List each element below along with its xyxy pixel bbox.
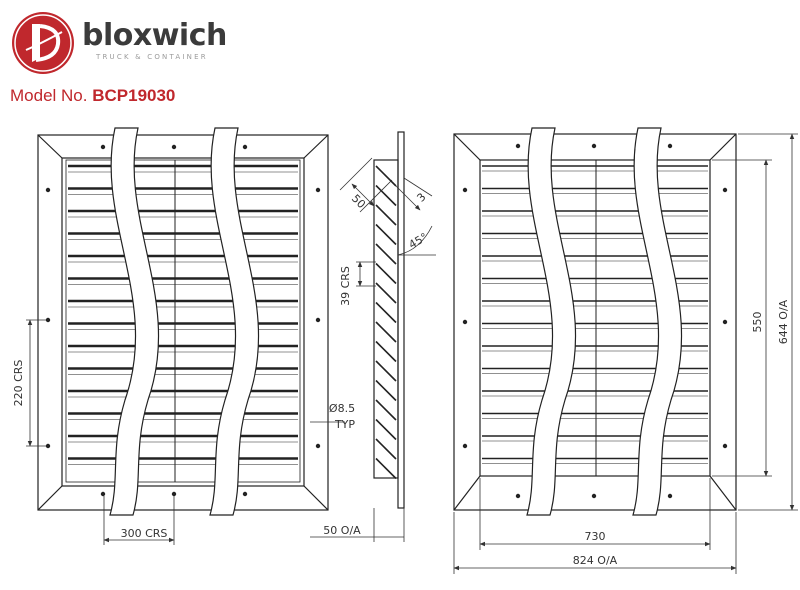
mounting-hole: [100, 491, 106, 497]
mounting-hole: [667, 493, 673, 499]
mounting-hole: [462, 319, 468, 325]
left-louvre-slats: [68, 164, 298, 465]
dim-50-depth: 50: [349, 192, 368, 211]
blade: [375, 438, 397, 460]
dim-644-oa: 644 O/A: [777, 299, 790, 344]
blade: [375, 360, 397, 382]
dim-hole-typ: TYP: [334, 418, 355, 431]
bloxwich-logo-icon: [12, 12, 74, 74]
blade: [375, 379, 397, 402]
side-flange: [397, 131, 405, 509]
blade: [375, 340, 397, 363]
blade: [375, 184, 397, 207]
blade: [375, 165, 397, 187]
front-view-left: [37, 134, 329, 511]
model-line: Model No. BCP19030: [10, 86, 175, 106]
right-outer-frame: [453, 133, 737, 511]
dim-300-crs: 300 CRS: [121, 527, 168, 540]
mounting-hole: [315, 187, 321, 193]
brand-name: bloxwich: [82, 18, 227, 53]
blade: [375, 457, 397, 480]
dim-220-crs: 220 CRS: [12, 360, 25, 407]
mounting-hole: [591, 143, 597, 149]
side-view: [373, 131, 405, 509]
brand-tagline: TRUCK & CONTAINER: [96, 53, 208, 61]
mounting-hole: [171, 144, 177, 150]
blade: [375, 204, 397, 226]
mounting-hole: [667, 143, 673, 149]
mounting-hole: [515, 493, 521, 499]
header: bloxwich TRUCK & CONTAINER Model No. BCP…: [0, 0, 800, 110]
model-number: BCP19030: [92, 86, 176, 105]
right-mounting-holes: [462, 143, 728, 499]
dim-hole-diameter: Ø8.5: [329, 402, 355, 415]
blade: [375, 282, 397, 304]
left-mounting-holes: [45, 144, 321, 497]
right-break-bands: [526, 127, 683, 516]
dim-824-oa: 824 O/A: [573, 554, 618, 567]
mounting-hole: [462, 187, 468, 193]
left-break-bands: [109, 127, 260, 516]
blade: [375, 243, 397, 265]
mounting-hole: [45, 443, 51, 449]
dim-550: 550: [751, 312, 764, 333]
mounting-hole: [722, 319, 728, 325]
side-louvre-blades: [375, 165, 397, 480]
dim-39-crs: 39 CRS: [339, 266, 352, 306]
mounting-hole: [45, 317, 51, 323]
left-dimensions: [26, 319, 345, 545]
blade: [375, 223, 397, 246]
mounting-hole: [722, 187, 728, 193]
mounting-hole: [315, 317, 321, 323]
blade: [375, 262, 397, 285]
blade: [375, 418, 397, 441]
front-view-right: [453, 133, 737, 511]
dim-45-angle: 45°: [407, 230, 430, 251]
mounting-hole: [515, 143, 521, 149]
mounting-hole: [462, 443, 468, 449]
right-inner-frame: [479, 159, 711, 477]
mounting-hole: [45, 187, 51, 193]
mounting-hole: [242, 491, 248, 497]
right-dimensions: [453, 133, 798, 574]
mounting-hole: [722, 443, 728, 449]
blade: [375, 301, 397, 324]
mounting-hole: [315, 443, 321, 449]
left-outer-frame: [37, 134, 329, 511]
side-dimensions: [310, 157, 436, 542]
left-inner-frame: [61, 157, 305, 487]
blade: [375, 399, 397, 421]
mounting-hole: [171, 491, 177, 497]
mounting-hole: [591, 493, 597, 499]
blade: [375, 321, 397, 343]
mounting-hole: [242, 144, 248, 150]
mounting-hole: [100, 144, 106, 150]
dim-730: 730: [585, 530, 606, 543]
model-label: Model No.: [10, 86, 88, 105]
dim-50-oa: 50 O/A: [323, 524, 361, 537]
